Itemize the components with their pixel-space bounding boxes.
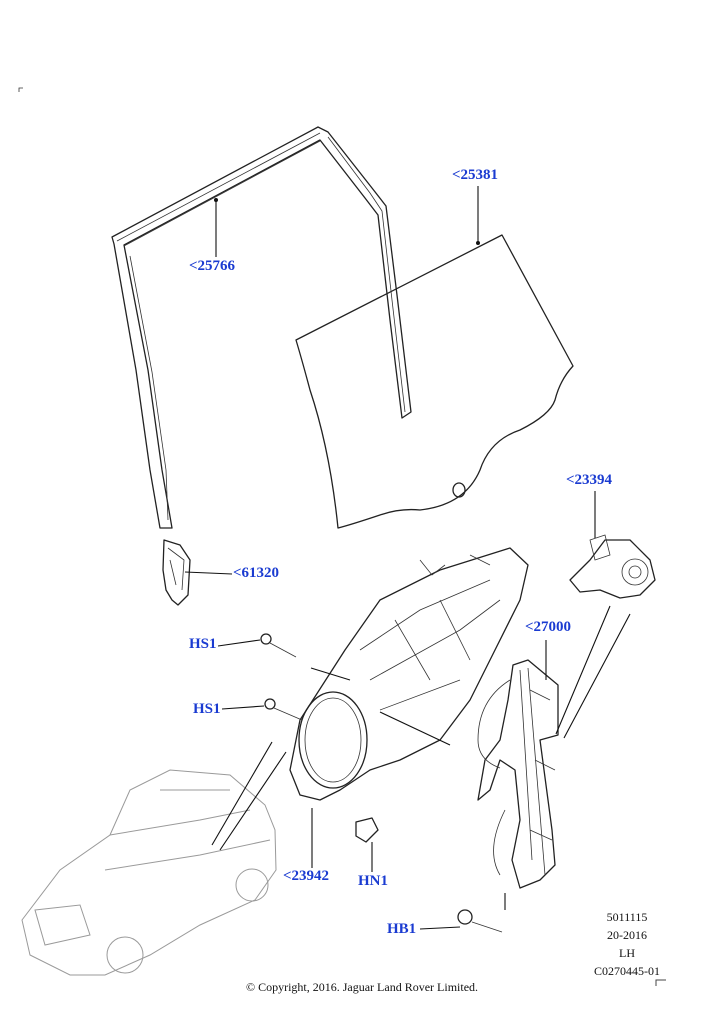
callout-glass-run-channel[interactable]: <25766 [189, 258, 236, 274]
glass-run-channel [111, 126, 412, 529]
reference-date: 20-2016 [607, 928, 647, 942]
callout-module-panel[interactable]: <23942 [283, 868, 330, 884]
callout-hn1[interactable]: HN1 [358, 873, 388, 889]
nut-hn1 [355, 817, 379, 843]
reference-block: 5011115 20-2016 LH C0270445-01 [594, 908, 660, 980]
screw-hs1-upper [260, 633, 297, 658]
bolt-hb1 [457, 909, 503, 933]
callout-window-regulator[interactable]: <27000 [525, 619, 572, 635]
corner-mark-bottom [655, 979, 666, 986]
callout-hs1-upper[interactable]: HS1 [189, 636, 217, 652]
window-regulator [477, 659, 559, 889]
door-glass [295, 234, 574, 529]
leader-lines [184, 186, 631, 930]
callout-window-motor[interactable]: <23394 [566, 472, 613, 488]
reference-side: LH [619, 946, 635, 960]
callout-hb1[interactable]: HB1 [387, 921, 417, 937]
screw-hs1-lower [264, 698, 303, 721]
reference-number: 5011115 [606, 910, 648, 924]
callout-door-glass[interactable]: <25381 [452, 167, 499, 183]
corner-mark [18, 87, 23, 92]
guide-bracket [162, 539, 191, 606]
window-motor [569, 534, 656, 599]
reference-code: C0270445-01 [594, 964, 660, 978]
callout-hs1-lower[interactable]: HS1 [193, 701, 221, 717]
vehicle-outline [21, 769, 277, 976]
copyright-notice: © Copyright, 2016. Jaguar Land Rover Lim… [245, 980, 479, 994]
door-module-panel [289, 547, 529, 801]
callout-guide-bracket[interactable]: <61320 [233, 565, 280, 581]
